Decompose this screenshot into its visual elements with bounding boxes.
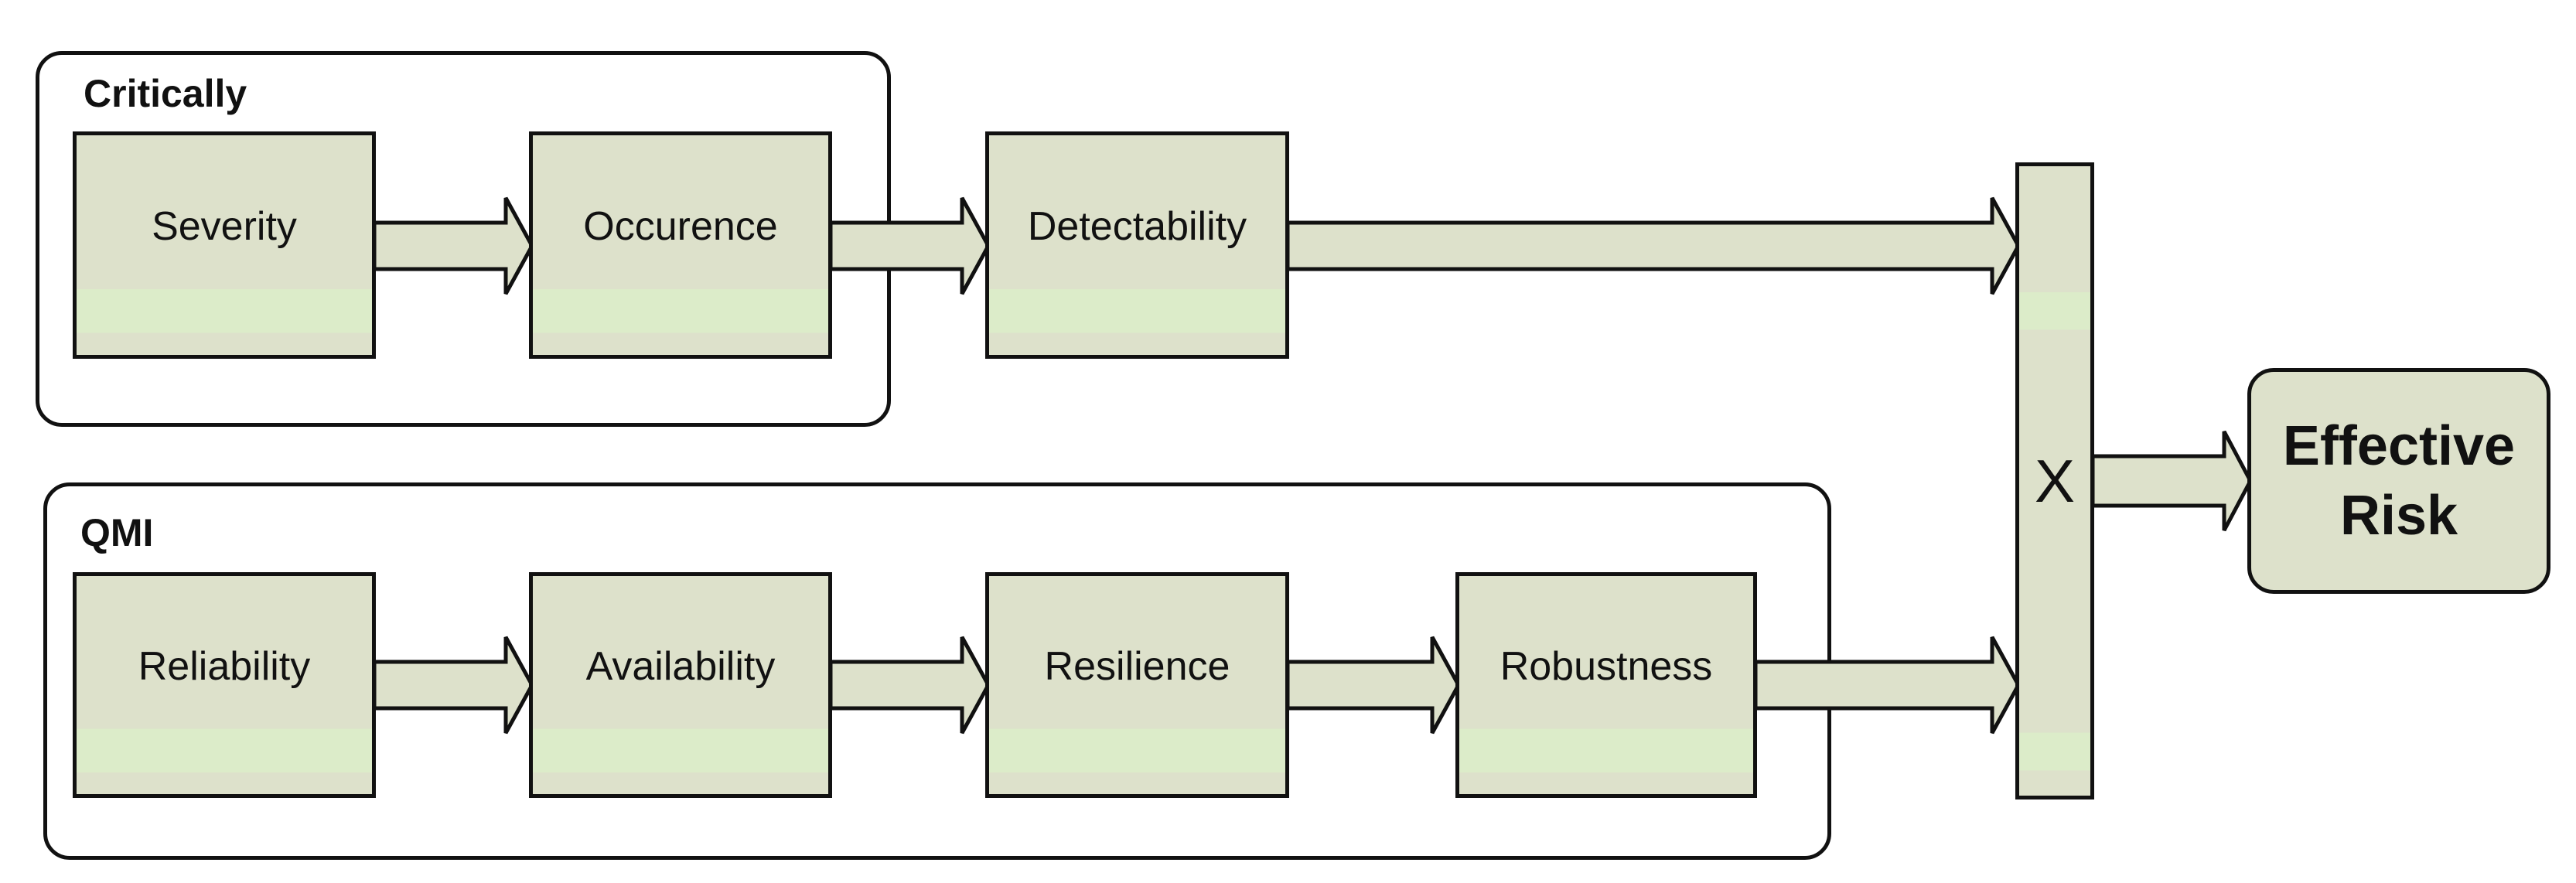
effective-risk-box: Effective Risk bbox=[2247, 368, 2550, 594]
group-critically-label: Critically bbox=[84, 72, 247, 115]
robustness-box: Robustness bbox=[1455, 572, 1757, 798]
multiply-operator-label: X bbox=[2034, 446, 2076, 515]
availability-label: Availability bbox=[585, 644, 776, 689]
availability-box: Availability bbox=[529, 572, 832, 798]
arrow-reliability-to-availability bbox=[372, 636, 534, 735]
detectability-box: Detectability bbox=[985, 131, 1289, 359]
arrow-operator-to-output bbox=[2090, 430, 2253, 532]
resilience-label: Resilience bbox=[1044, 644, 1230, 689]
arrow-occurence-to-detectability bbox=[828, 196, 991, 295]
severity-box: Severity bbox=[73, 131, 376, 359]
effective-risk-label: Effective Risk bbox=[2282, 415, 2516, 547]
reliability-label: Reliability bbox=[138, 644, 311, 689]
reliability-box: Reliability bbox=[73, 572, 376, 798]
arrow-robustness-to-operator bbox=[1753, 636, 2021, 735]
arrow-severity-to-occurence bbox=[372, 196, 534, 295]
occurence-label: Occurence bbox=[583, 204, 778, 249]
robustness-label: Robustness bbox=[1500, 644, 1713, 689]
resilience-box: Resilience bbox=[985, 572, 1289, 798]
arrow-detectability-to-operator bbox=[1285, 196, 2021, 295]
multiply-operator-bar: X bbox=[2015, 162, 2094, 799]
arrow-availability-to-resilience bbox=[828, 636, 991, 735]
occurence-box: Occurence bbox=[529, 131, 832, 359]
severity-label: Severity bbox=[152, 204, 297, 249]
group-qmi-label: QMI bbox=[80, 511, 154, 554]
detectability-label: Detectability bbox=[1027, 204, 1247, 249]
arrow-resilience-to-robustness bbox=[1285, 636, 1461, 735]
